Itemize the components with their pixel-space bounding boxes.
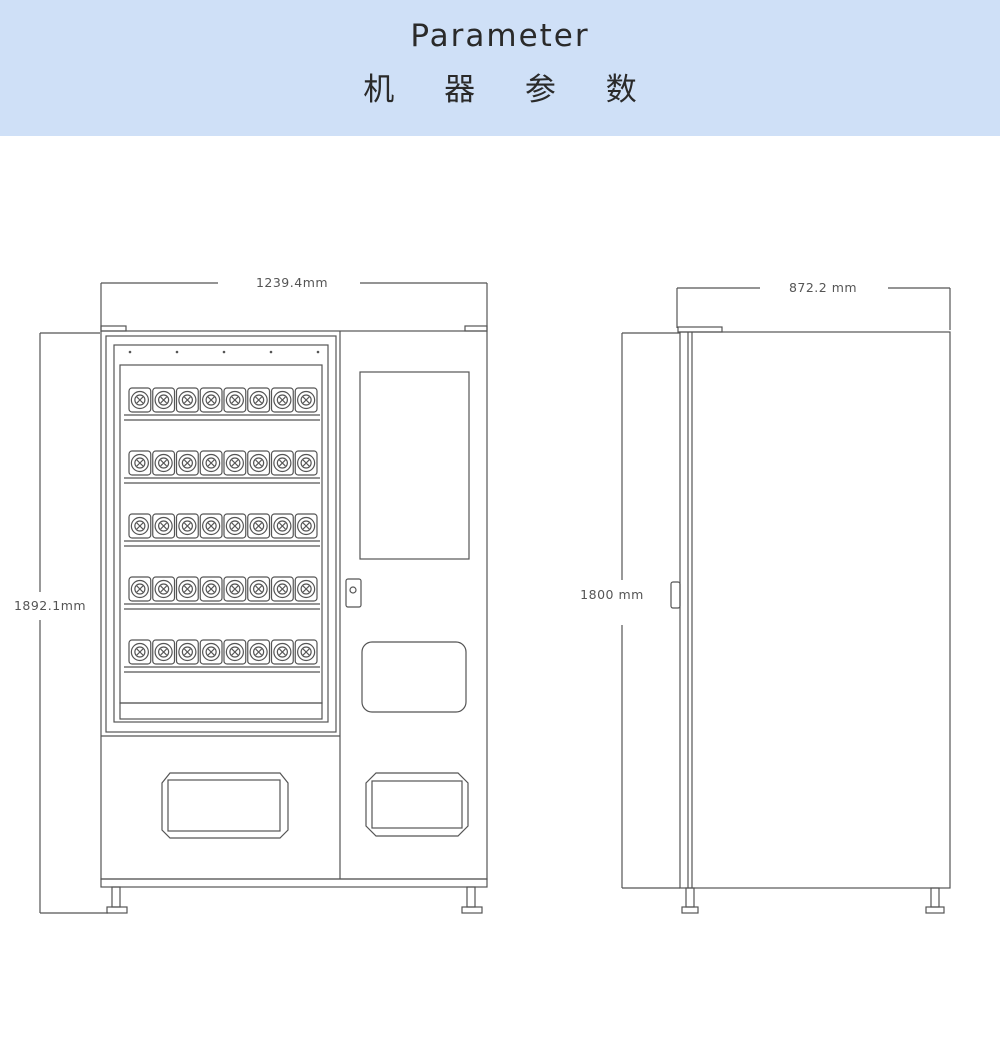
- coil: [199, 639, 223, 665]
- coil: [247, 450, 271, 476]
- front-height-label: 1892.1mm: [14, 598, 86, 613]
- coil: [152, 513, 176, 539]
- coil: [199, 576, 223, 602]
- coil: [175, 639, 199, 665]
- coil: [223, 387, 247, 413]
- coil: [175, 450, 199, 476]
- coil: [128, 639, 152, 665]
- coil: [223, 576, 247, 602]
- coil: [175, 387, 199, 413]
- coil: [152, 576, 176, 602]
- coil: [223, 450, 247, 476]
- coil: [128, 513, 152, 539]
- coil: [247, 576, 271, 602]
- coil: [199, 387, 223, 413]
- coil: [152, 639, 176, 665]
- coil: [270, 639, 294, 665]
- shelf-row: [124, 387, 320, 421]
- coil: [223, 639, 247, 665]
- header-banner: Parameter 机 器 参 数: [0, 0, 1000, 136]
- title-english: Parameter: [410, 18, 590, 54]
- coil: [270, 513, 294, 539]
- side-height-dimension: [621, 332, 680, 889]
- shelf-row: [124, 450, 320, 484]
- coil: [128, 387, 152, 413]
- coil: [294, 387, 318, 413]
- coil: [270, 450, 294, 476]
- coil: [223, 513, 247, 539]
- front-width-label: 1239.4mm: [256, 275, 328, 290]
- coil: [247, 513, 271, 539]
- coil: [199, 513, 223, 539]
- side-height-label: 1800 mm: [580, 587, 644, 602]
- shelf-row: [124, 576, 320, 610]
- coil: [247, 387, 271, 413]
- coil: [152, 450, 176, 476]
- coil-shelves: [124, 387, 320, 673]
- coil: [294, 639, 318, 665]
- shelf-row: [124, 639, 320, 673]
- side-depth-dimension: [676, 287, 951, 330]
- coil: [270, 576, 294, 602]
- coil: [247, 639, 271, 665]
- coil: [175, 513, 199, 539]
- front-height-dimension: [39, 332, 108, 914]
- coil: [294, 576, 318, 602]
- coil: [128, 576, 152, 602]
- title-chinese: 机 器 参 数: [363, 72, 657, 108]
- coil: [294, 513, 318, 539]
- coil: [294, 450, 318, 476]
- coil: [175, 576, 199, 602]
- side-view: [670, 326, 951, 914]
- coil: [128, 450, 152, 476]
- front-width-dimension: [100, 282, 488, 330]
- coil: [199, 450, 223, 476]
- coil: [152, 387, 176, 413]
- front-view: [100, 325, 488, 914]
- side-depth-label: 872.2 mm: [789, 280, 857, 295]
- coil: [270, 387, 294, 413]
- shelf-row: [124, 513, 320, 547]
